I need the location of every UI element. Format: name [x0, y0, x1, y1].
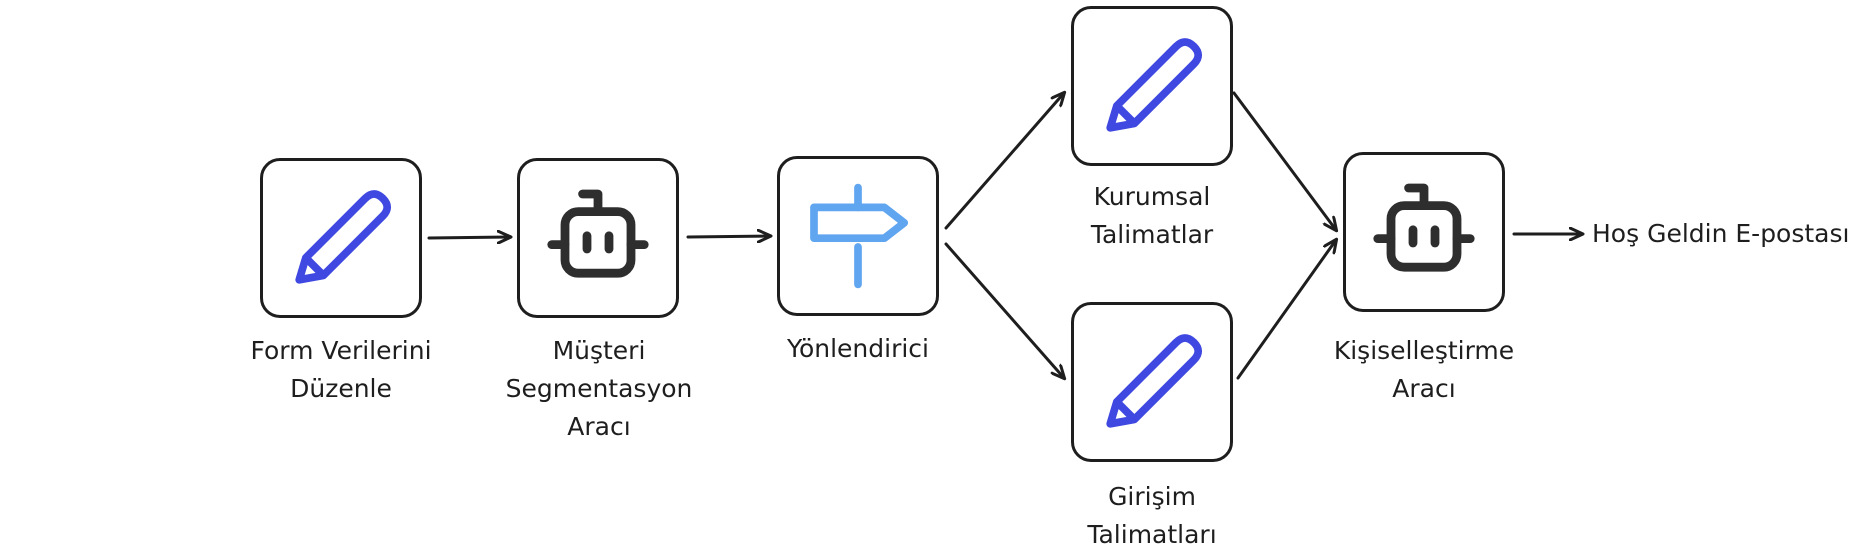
node-customer-segmentation-label: Müşteri Segmentasyon Aracı — [488, 332, 710, 446]
label-line: Talimatlar — [1090, 220, 1214, 249]
arrow-corporate-to-personalize — [1232, 91, 1336, 230]
label-line: Düzenle — [290, 374, 392, 403]
label-line: Talimatları — [1087, 520, 1217, 549]
label-line: Kurumsal — [1093, 182, 1211, 211]
arrow-startup-to-personalize — [1236, 240, 1336, 380]
pencil-icon — [1106, 334, 1203, 428]
node-form-edit — [260, 158, 422, 318]
node-startup-instructions — [1071, 302, 1233, 462]
pencil-icon — [295, 190, 392, 284]
label-line: Segmentasyon — [505, 374, 693, 403]
label-line: Aracı — [1392, 374, 1456, 403]
arrow-router-to-corporate — [944, 93, 1064, 230]
signpost-icon — [810, 183, 909, 289]
label-line: Form Verilerini — [250, 336, 432, 365]
arrow-router-to-startup — [944, 242, 1064, 378]
node-router-label: Yönlendirici — [747, 330, 969, 368]
robot-icon — [1373, 183, 1475, 272]
node-customer-segmentation — [517, 158, 679, 318]
node-personalization-tool-label: Kişiselleştirme Aracı — [1303, 332, 1545, 408]
output-welcome-email-label: Hoş Geldin E-postası — [1592, 219, 1850, 248]
node-startup-instructions-label: Girişim Talimatları — [1041, 478, 1263, 554]
arrow-segment-to-router — [686, 236, 770, 237]
node-personalization-tool — [1343, 152, 1505, 312]
node-router — [777, 156, 939, 316]
label-line: Müşteri — [552, 336, 646, 365]
label-line: Kişiselleştirme — [1333, 336, 1515, 365]
label-line: Yönlendirici — [787, 334, 929, 363]
label-line: Aracı — [567, 412, 631, 441]
arrow-form-to-segment — [427, 237, 510, 238]
node-corporate-instructions-label: Kurumsal Talimatlar — [1041, 178, 1263, 254]
node-form-edit-label: Form Verilerini Düzenle — [230, 332, 452, 408]
robot-icon — [547, 189, 649, 278]
node-corporate-instructions — [1071, 6, 1233, 166]
pencil-icon — [1106, 38, 1203, 132]
label-line: Girişim — [1108, 482, 1196, 511]
